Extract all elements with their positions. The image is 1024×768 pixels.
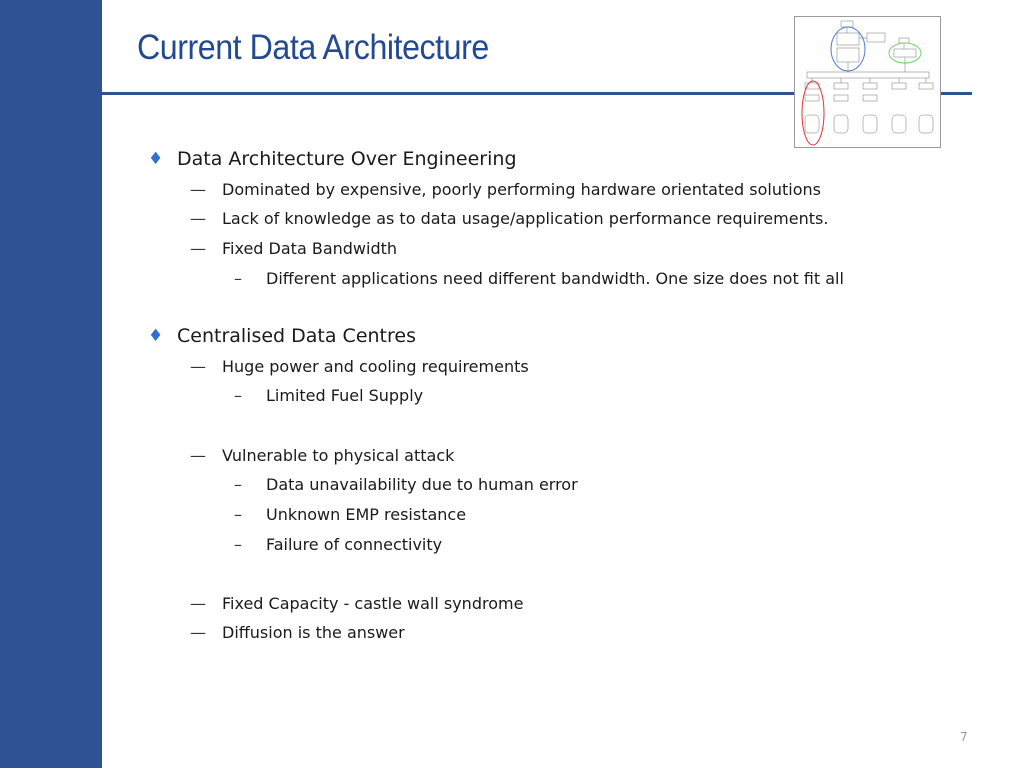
bullet-text: Lack of knowledge as to data usage/appli… (222, 209, 829, 228)
bullet-text: Centralised Data Centres (177, 325, 416, 347)
dash-bullet-icon: — (190, 357, 206, 376)
diagram-column (862, 78, 878, 134)
diagram-box-top (840, 20, 854, 28)
bullet-text: Data Architecture Over Engineering (177, 148, 517, 170)
dash-bullet-icon: – (234, 475, 242, 494)
bullet-text: Limited Fuel Supply (266, 386, 424, 405)
architecture-diagram (801, 20, 934, 146)
architecture-diagram-thumbnail (794, 16, 941, 148)
bullet-text: Vulnerable to physical attack (222, 446, 455, 465)
diagram-bus (806, 71, 930, 79)
diagram-box-right (893, 48, 917, 58)
bullet-text: Failure of connectivity (266, 535, 443, 554)
dash-bullet-icon: — (190, 594, 206, 613)
bullet-text: Fixed Data Bandwidth (222, 239, 398, 258)
bullet-text: Dominated by expensive, poorly performin… (222, 180, 821, 199)
title-divider (35, 92, 972, 95)
bullet-text: Fixed Capacity - castle wall syndrome (222, 594, 524, 613)
page-number: 7 (960, 730, 968, 744)
diagram-highlight-red (801, 80, 825, 146)
dash-bullet-icon: – (234, 505, 242, 524)
bullet-text: Data unavailability due to human error (266, 475, 578, 494)
diagram-box-right-top (898, 37, 910, 44)
diagram-box-server (836, 32, 860, 46)
bullet-text: Diffusion is the answer (222, 623, 405, 642)
dash-bullet-icon: — (190, 446, 206, 465)
diagram-column (918, 78, 934, 134)
bullet-text: Unknown EMP resistance (266, 505, 467, 524)
dash-bullet-icon: – (234, 535, 242, 554)
slide-title: Current Data Architecture (137, 28, 489, 67)
bullet-text: Different applications need different ba… (266, 269, 844, 288)
diagram-column (891, 78, 907, 134)
diagram-box-side (866, 32, 886, 43)
diagram-column (833, 78, 849, 134)
diagram-box-server (836, 47, 860, 63)
left-accent-band (0, 0, 102, 768)
diamond-bullet-icon: ♦ (148, 326, 164, 346)
dash-bullet-icon: – (234, 386, 242, 405)
bullet-text: Huge power and cooling requirements (222, 357, 529, 376)
dash-bullet-icon: — (190, 180, 206, 199)
dash-bullet-icon: — (190, 239, 206, 258)
diamond-bullet-icon: ♦ (148, 149, 164, 169)
dash-bullet-icon: — (190, 209, 206, 228)
dash-bullet-icon: — (190, 623, 206, 642)
dash-bullet-icon: – (234, 269, 242, 288)
diagram-column (804, 78, 820, 134)
